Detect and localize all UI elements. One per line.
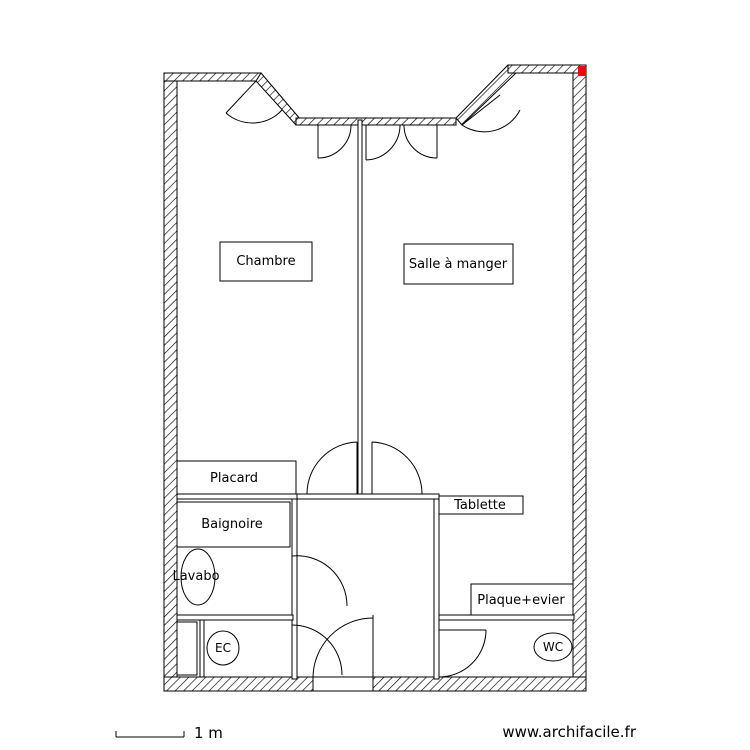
wall-top-left-short [163,72,262,82]
label-plaque-evier: Plaque+evier [477,593,565,608]
plaque-evier-unit [470,583,574,616]
lavabo-basin [180,548,216,606]
label-ec: EC [215,641,231,655]
wall-top-center [295,117,457,126]
wc-bowl [533,632,573,662]
wall-left [163,72,178,692]
door-chambre-hall [306,441,358,495]
fixtures [176,241,574,676]
partition-hall-right [433,498,440,680]
label-placard: Placard [210,471,258,486]
ec-fixture [176,621,198,676]
label-box-chambre [219,241,313,282]
door-salle-hall [371,441,423,495]
door-top-left-pair [317,124,352,159]
watermark: www.archifacile.fr [502,723,636,741]
wall-right [572,64,587,692]
partition-wc-top [438,614,575,621]
door-bath [291,555,348,607]
label-wc: WC [543,640,563,654]
door-entrance [312,615,374,679]
partition-vertical-center [357,119,363,496]
corner-marker [578,66,586,76]
partition-hall-left [291,498,298,680]
door-wc [438,629,487,678]
label-salle: Salle à manger [409,257,508,272]
baignoire-unit [176,501,291,548]
scale-label: 1 m [194,724,223,742]
door-chambre-window [225,80,283,124]
door-top-right-pair-a [365,124,401,161]
partition-bath-top [176,493,298,500]
doors [225,80,521,679]
partition-hall-top [296,493,440,500]
label-chambre: Chambre [236,254,295,269]
label-box-salle [403,243,514,285]
wall-top-right-diagonal [455,64,517,126]
label-baignoire: Baignoire [201,517,263,532]
partition-bath-bottom [176,614,294,621]
label-lavabo: Lavabo [172,569,219,584]
door-salle-window [461,94,521,133]
wall-top-right-short [507,64,587,74]
label-tablette: Tablette [453,498,506,513]
entrance-threshold [312,676,374,692]
door-top-right-pair-b [403,124,438,159]
exterior-walls [163,64,587,692]
placard-unit [176,460,297,495]
scale-bar [115,731,185,738]
wall-bottom [163,676,587,692]
ec-bowl [206,630,240,666]
wall-top-left-diagonal [255,72,302,126]
partition-ec-left [199,619,205,678]
tablette-unit [438,495,524,515]
